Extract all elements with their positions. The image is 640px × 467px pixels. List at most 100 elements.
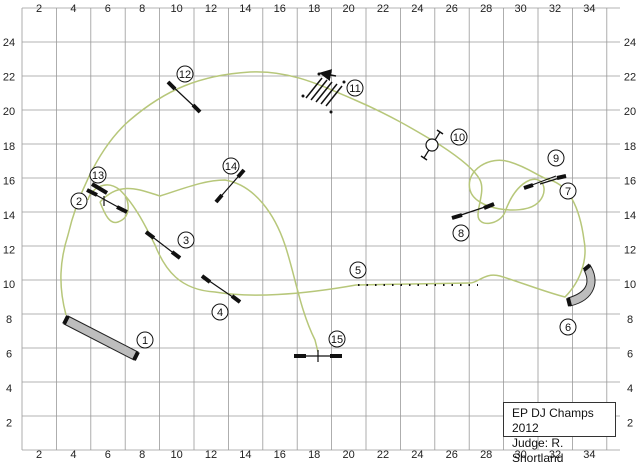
y-tick-label-left: 6 [6, 348, 12, 360]
x-tick-label-top: 34 [583, 3, 595, 15]
obstacle-number-13: 13 [89, 166, 107, 184]
svg-text:8: 8 [458, 228, 464, 240]
jump-8 [451, 202, 495, 220]
svg-text:2: 2 [76, 196, 82, 208]
svg-text:12: 12 [179, 69, 191, 81]
y-tick-label-right: 24 [624, 37, 636, 49]
jump-13 [90, 182, 109, 195]
svg-text:1: 1 [142, 335, 148, 347]
x-tick-label-bottom: 28 [480, 449, 492, 461]
obstacle-number-10: 10 [450, 128, 468, 146]
x-tick-label-bottom: 6 [105, 449, 111, 461]
tyre-10 [420, 129, 444, 161]
x-tick-label-top: 14 [239, 3, 251, 15]
x-tick-label-bottom: 24 [411, 449, 423, 461]
handler-path-segment [99, 194, 129, 224]
obstacle-number-11: 11 [346, 79, 364, 97]
handler-path [60, 71, 586, 316]
jump-12 [166, 80, 202, 114]
y-tick-label-right: 16 [624, 175, 636, 187]
y-tick-label-left: 16 [3, 175, 15, 187]
jump-2 [86, 188, 128, 214]
jump-15 [294, 350, 342, 362]
x-tick-label-top: 22 [377, 3, 389, 15]
x-tick-label-top: 4 [70, 3, 76, 15]
x-tick-label-top: 6 [105, 3, 111, 15]
obstacle-number-1: 1 [136, 331, 154, 349]
x-tick-label-bottom: 14 [239, 449, 251, 461]
jump-9 [539, 174, 567, 185]
x-tick-label-top: 12 [205, 3, 217, 15]
obstacle-number-6: 6 [559, 318, 577, 336]
svg-text:14: 14 [225, 161, 237, 173]
svg-text:10: 10 [453, 132, 465, 144]
x-tick-label-bottom: 16 [274, 449, 286, 461]
x-tick-label-bottom: 22 [377, 449, 389, 461]
obstacle-number-9: 9 [547, 149, 565, 167]
y-tick-label-right: 4 [627, 383, 633, 395]
svg-text:11: 11 [349, 83, 360, 95]
weave-poles-11 [301, 69, 346, 114]
svg-text:7: 7 [565, 186, 571, 198]
jump-4 [200, 274, 242, 304]
obstacle-number-14: 14 [222, 157, 240, 175]
y-tick-label-left: 10 [3, 279, 15, 291]
y-tick-label-right: 6 [627, 348, 633, 360]
tunnel-1 [62, 315, 140, 361]
x-tick-label-bottom: 12 [205, 449, 217, 461]
svg-text:5: 5 [355, 265, 361, 277]
y-tick-label-left: 22 [3, 72, 15, 84]
x-axis: 2244668810101212141416161818202022222424… [36, 3, 596, 461]
y-tick-label-right: 12 [624, 245, 636, 257]
y-tick-label-left: 14 [3, 210, 15, 222]
x-tick-label-bottom: 4 [70, 449, 76, 461]
svg-text:15: 15 [331, 334, 343, 346]
x-tick-label-bottom: 18 [308, 449, 320, 461]
x-tick-label-top: 28 [480, 3, 492, 15]
y-tick-label-right: 10 [624, 279, 636, 291]
x-tick-label-bottom: 30 [514, 449, 526, 461]
x-tick-label-top: 8 [139, 3, 145, 15]
legend-box: EP DJ Champs 2012 Judge: R. Shortland [503, 402, 616, 465]
obstacle-number-5: 5 [349, 261, 367, 279]
obstacle-number-4: 4 [211, 303, 229, 321]
y-tick-label-right: 2 [627, 418, 633, 430]
obstacle-number-15: 15 [328, 330, 346, 348]
x-tick-label-bottom: 2 [36, 449, 42, 461]
x-tick-label-top: 26 [446, 3, 458, 15]
legend-title: EP DJ Champs 2012 [512, 406, 594, 435]
y-tick-label-right: 18 [624, 141, 636, 153]
jump-3 [144, 230, 182, 260]
x-tick-label-bottom: 20 [342, 449, 354, 461]
obstacle-number-12: 12 [176, 65, 194, 83]
jump-7 [523, 175, 557, 190]
obstacle-number-3: 3 [177, 231, 195, 249]
x-tick-label-bottom: 34 [583, 449, 595, 461]
x-tick-label-bottom: 32 [549, 449, 561, 461]
x-tick-label-top: 18 [308, 3, 320, 15]
x-tick-label-top: 2 [36, 3, 42, 15]
x-tick-label-bottom: 10 [170, 449, 182, 461]
x-tick-label-bottom: 26 [446, 449, 458, 461]
tunnel-6 [566, 263, 596, 307]
x-tick-label-top: 16 [274, 3, 286, 15]
svg-text:13: 13 [92, 170, 104, 182]
svg-text:3: 3 [183, 235, 189, 247]
x-tick-label-top: 32 [549, 3, 561, 15]
y-tick-label-right: 14 [624, 210, 636, 222]
y-tick-label-left: 8 [6, 314, 12, 326]
x-tick-label-top: 24 [411, 3, 423, 15]
y-tick-label-right: 22 [624, 72, 636, 84]
x-tick-label-top: 20 [342, 3, 354, 15]
y-tick-label-left: 4 [6, 383, 12, 395]
obstacle-number-8: 8 [452, 224, 470, 242]
y-tick-label-right: 8 [627, 314, 633, 326]
y-tick-label-left: 12 [3, 245, 15, 257]
y-tick-label-left: 18 [3, 141, 15, 153]
x-tick-label-top: 10 [170, 3, 182, 15]
obstacle-number-2: 2 [70, 192, 88, 210]
y-tick-label-left: 24 [3, 37, 15, 49]
